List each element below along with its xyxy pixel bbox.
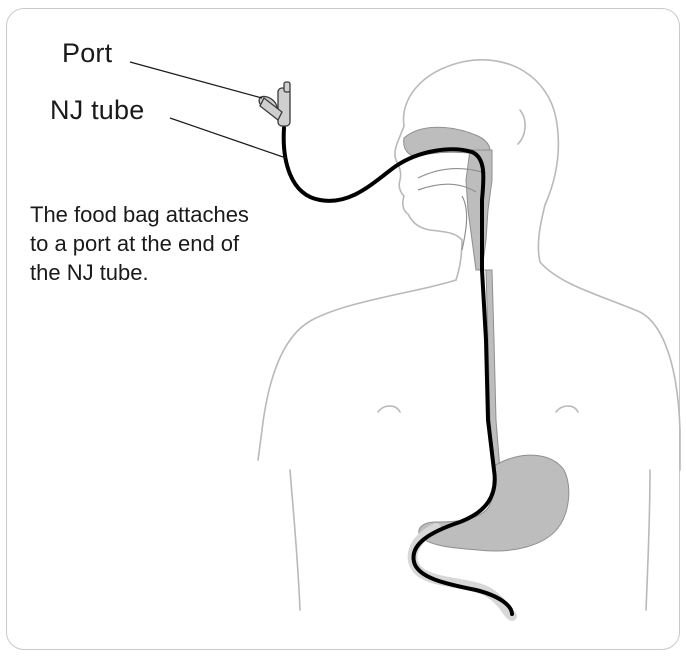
port-leader-line (130, 62, 262, 98)
nj-leader-line (170, 118, 286, 158)
right-arm-inner (646, 470, 650, 610)
nj-tube-label: NJ tube (50, 95, 144, 126)
neck-front (456, 240, 462, 280)
port-connector (256, 82, 290, 126)
ear-inner (518, 110, 525, 144)
pharynx (466, 150, 492, 270)
head-outline (403, 60, 680, 470)
left-arm-inner (290, 470, 300, 610)
port-label: Port (62, 38, 112, 69)
caption-text: The food bag attaches to a port at the e… (30, 200, 260, 287)
left-shoulder (258, 280, 456, 460)
right-nipple (556, 406, 578, 412)
left-nipple (378, 406, 400, 412)
